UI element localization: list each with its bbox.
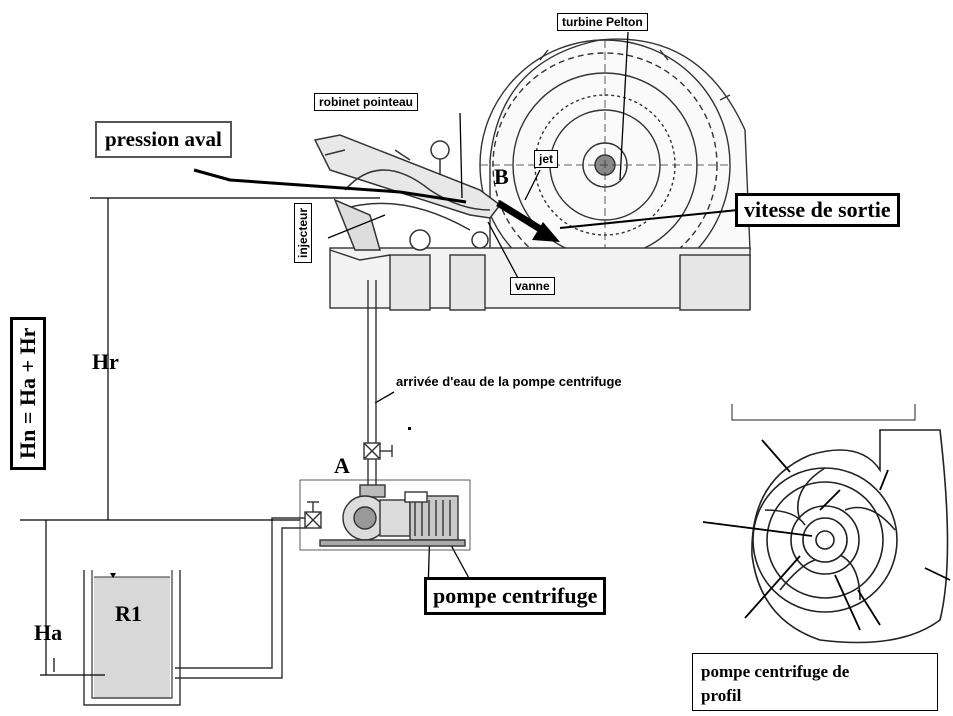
label-turbine-pelton: turbine Pelton xyxy=(557,13,648,31)
jet-arrowhead xyxy=(532,222,560,242)
label-arrivee-eau: arrivée d'eau de la pompe centrifuge xyxy=(396,374,622,389)
suction-pipe xyxy=(175,517,305,679)
centrifugal-pump xyxy=(299,479,471,551)
profile-arrows xyxy=(702,439,951,631)
label-hr: Hr xyxy=(92,349,119,374)
small-mark xyxy=(408,427,411,430)
label-point-b: B xyxy=(494,164,509,189)
label-pression-aval: pression aval xyxy=(95,121,232,158)
pelton-turbine xyxy=(479,38,751,291)
label-injecteur: injecteur xyxy=(294,202,312,263)
label-profil-line2: profil xyxy=(701,686,742,705)
label-profil-line1: pompe centrifuge de xyxy=(701,662,850,681)
label-jet: jet xyxy=(534,150,559,168)
label-vanne: vanne xyxy=(510,277,555,295)
pump-profile-diagram xyxy=(731,404,949,644)
valve-a xyxy=(363,442,393,460)
height-dimensions xyxy=(20,197,380,676)
label-profil-box: pompe centrifuge de profil xyxy=(692,653,938,711)
label-ha: Ha xyxy=(34,620,63,645)
suction-valve xyxy=(304,501,322,529)
turbine-foundation xyxy=(329,247,751,311)
label-point-a: A xyxy=(334,453,350,478)
label-hn-formula: Hn = Ha + Hr xyxy=(10,316,46,470)
jet-flow-arrow xyxy=(496,200,547,235)
injector-assembly xyxy=(313,134,502,251)
label-pompe-centrifuge: pompe centrifuge xyxy=(424,577,607,615)
label-vitesse-de-sortie: vitesse de sortie xyxy=(735,193,900,227)
reservoir-r1 xyxy=(83,570,181,706)
label-robinet-pointeau: robinet pointeau xyxy=(314,93,418,111)
label-r1: R1 xyxy=(115,601,142,626)
